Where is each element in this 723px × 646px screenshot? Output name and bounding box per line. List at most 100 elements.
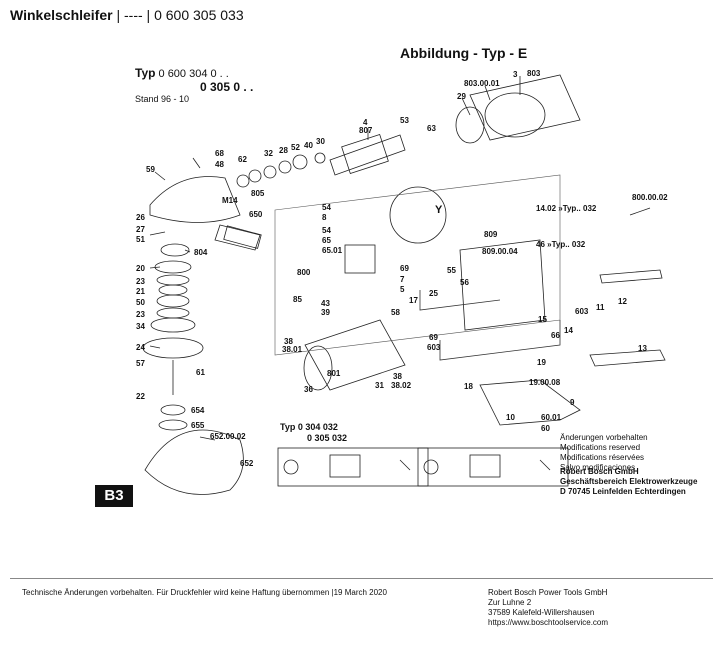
part-label: 800.00.02 — [632, 193, 668, 202]
part-label: 68 — [215, 149, 224, 158]
part-label: 58 — [391, 308, 400, 317]
modifications-notice: Änderungen vorbehalten Modifications res… — [560, 433, 648, 473]
part-label: 50 — [136, 298, 145, 307]
document-header: Winkelschleifer | ---- | 0 600 305 033 — [10, 7, 244, 23]
part-label: 65.01 — [322, 246, 343, 255]
footer-url[interactable]: https://www.boschtoolservice.com — [488, 618, 609, 627]
part-label: 85 — [293, 295, 302, 304]
footer-city: 37589 Kalefeld-Willershausen — [488, 608, 595, 617]
part-label: 15 — [538, 315, 547, 324]
part-label: 38.02 — [391, 381, 412, 390]
part-label: 40 — [304, 141, 313, 150]
part-label: 24 — [136, 343, 145, 352]
part-label: 21 — [136, 287, 145, 296]
part-label: 800 — [297, 268, 311, 277]
changes-en: Modifications reserved — [560, 443, 641, 452]
part-label: 27 — [136, 225, 145, 234]
part-label: 56 — [460, 278, 469, 287]
part-label: 66 — [551, 331, 560, 340]
part-label: 19.00.08 — [529, 378, 561, 387]
part-label: 30 — [316, 137, 325, 146]
part-label: 603 — [427, 343, 441, 352]
part-label: 65 — [322, 236, 331, 245]
part-label: 11 — [596, 303, 605, 312]
part-label: 61 — [196, 368, 205, 377]
part-label: 23 — [136, 277, 145, 286]
part-label: 53 — [400, 116, 409, 125]
footer-street: Zur Luhne 2 — [488, 598, 532, 607]
part-label: 18 — [464, 382, 473, 391]
part-label: 13 — [638, 344, 647, 353]
changes-fr: Modifications réservées — [560, 453, 645, 462]
part-label: 52 — [291, 143, 300, 152]
footer-company: Robert Bosch Power Tools GmbH — [488, 588, 608, 597]
part-label: 29 — [457, 92, 466, 101]
part-label: 801 — [327, 369, 341, 378]
footer-address: Robert Bosch Power Tools GmbH Zur Luhne … — [488, 588, 608, 628]
part-label: 17 — [409, 296, 418, 305]
part-label: 54 — [322, 226, 331, 235]
typ-line-2: 0 305 0 . . — [200, 80, 254, 94]
part-label: 25 — [429, 289, 438, 298]
part-label: 26 — [136, 213, 145, 222]
part-label: 19 — [537, 358, 546, 367]
part-label: 36 — [304, 385, 313, 394]
part-label: 803.00.01 — [464, 79, 500, 88]
part-label: 69 — [429, 333, 438, 342]
part-label: 12 — [618, 297, 627, 306]
part-label: 4 — [363, 118, 368, 127]
tool-name: Winkelschleifer — [10, 7, 113, 23]
footer-divider — [10, 578, 713, 579]
part-label: 804 — [194, 248, 208, 257]
part-label: 51 — [136, 235, 145, 244]
part-label: 603 — [575, 307, 589, 316]
part-label: 14 — [564, 326, 573, 335]
bosch-division: Geschäftsbereich Elektrowerkzeuge — [560, 477, 698, 486]
header-part-number: 0 600 305 033 — [154, 7, 244, 23]
part-label: 69 — [400, 264, 409, 273]
part-label: 60.01 — [541, 413, 562, 422]
part-label: 809 — [484, 230, 498, 239]
part-label: 7 — [400, 275, 405, 284]
part-label: 650 — [249, 210, 263, 219]
typ-label: Typ — [135, 66, 156, 80]
part-label: 59 — [146, 165, 155, 174]
part-label: 31 — [375, 381, 384, 390]
part-label: 63 — [427, 124, 436, 133]
part-label: 48 — [215, 160, 224, 169]
changes-es: Salvo modificaciones — [560, 463, 636, 472]
part-label: 803 — [527, 69, 541, 78]
part-label: 62 — [238, 155, 247, 164]
wiring-typ-line-1: Typ 0 304 032 — [280, 422, 338, 432]
part-label: 23 — [136, 310, 145, 319]
part-label: 8 — [322, 213, 327, 222]
typ-line-1: 0 600 304 0 . . — [158, 68, 229, 80]
part-label: 28 — [279, 146, 288, 155]
part-label: 43 — [321, 299, 330, 308]
exploded-diagram — [142, 74, 666, 495]
part-label: 3 — [513, 70, 518, 79]
part-label: 20 — [136, 264, 145, 273]
wiring-typ: Typ 0 304 032 0 305 032 — [280, 422, 347, 444]
bosch-address-block: Robert Bosch GmbH Geschäftsbereich Elekt… — [560, 467, 697, 497]
part-label: 38.01 — [282, 345, 303, 354]
part-label: 34 — [136, 322, 145, 331]
part-label: 57 — [136, 359, 145, 368]
part-label: 54 — [322, 203, 331, 212]
part-label: 46 »Typ.. 032 — [536, 240, 586, 249]
part-label: 38 — [393, 372, 402, 381]
part-label: 652.00.02 — [210, 432, 246, 441]
part-label: 14.02 »Typ.. 032 — [536, 204, 597, 213]
bosch-company: Robert Bosch GmbH — [560, 467, 639, 476]
wiring-typ-line-2: 0 305 032 — [307, 433, 348, 443]
stand-date: Stand 96 - 10 — [135, 94, 190, 104]
part-label: 9 — [570, 398, 575, 407]
part-label: 22 — [136, 392, 145, 401]
part-label: 654 — [191, 406, 205, 415]
part-label: 5 — [400, 285, 405, 294]
part-label: 807 — [359, 126, 373, 135]
changes-de: Änderungen vorbehalten — [560, 433, 648, 442]
exploded-view-sheet: Abbildung - Typ - E Typ 0 600 304 0 . . … — [95, 45, 697, 507]
figure-title: Abbildung - Typ - E — [400, 45, 528, 61]
part-label: 655 — [191, 421, 205, 430]
